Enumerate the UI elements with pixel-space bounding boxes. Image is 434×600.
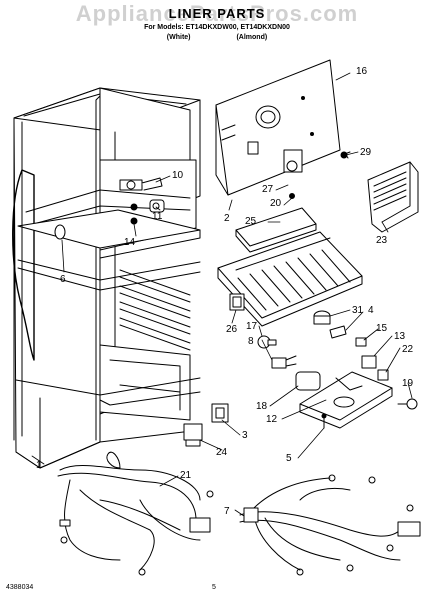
callout-20: 20 xyxy=(270,198,282,209)
callout-22: 22 xyxy=(402,344,414,355)
liner-cabinet-drawing xyxy=(12,87,201,469)
callout-4: 4 xyxy=(368,305,374,316)
callout-15: 15 xyxy=(376,323,388,334)
control-housing-drawing xyxy=(367,161,419,233)
small-parts-drawing xyxy=(183,293,418,447)
document-number: 4388034 xyxy=(6,584,34,591)
callout-numbers: 16 29 10 27 20 2 11 14 6 23 25 4 17 31 1… xyxy=(36,66,414,517)
page-title: LINER PARTS xyxy=(168,6,266,21)
callout-18: 18 xyxy=(256,401,268,412)
callout-16: 16 xyxy=(356,66,368,77)
callout-14: 14 xyxy=(124,237,136,248)
callout-19: 19 xyxy=(402,378,414,389)
color-white: (White) xyxy=(166,34,191,41)
callout-12: 12 xyxy=(266,414,278,425)
leader-lines xyxy=(31,72,413,517)
light-assembly-drawing xyxy=(54,177,165,240)
model-numbers: For Models: ET14DKXDW00, ET14DKXDN00 xyxy=(144,24,290,31)
callout-7: 7 xyxy=(224,506,230,517)
callout-24: 24 xyxy=(216,447,228,458)
color-almond: (Almond) xyxy=(236,34,268,41)
air-duct-cover-drawing xyxy=(215,59,351,199)
callout-8: 8 xyxy=(248,336,254,347)
callout-21: 21 xyxy=(180,470,192,481)
callout-6: 6 xyxy=(60,274,66,285)
callout-10: 10 xyxy=(172,170,184,181)
callout-31: 31 xyxy=(352,305,364,316)
callout-29: 29 xyxy=(360,147,372,158)
callout-25: 25 xyxy=(245,216,257,227)
callout-26: 26 xyxy=(226,324,238,335)
callout-23: 23 xyxy=(376,235,388,246)
callout-2: 2 xyxy=(224,213,230,224)
callout-3: 3 xyxy=(242,430,248,441)
callout-11: 11 xyxy=(152,211,163,222)
page-number: 5 xyxy=(212,584,216,591)
callout-17: 17 xyxy=(246,321,258,332)
callout-1: 1 xyxy=(36,460,42,471)
freezer-shelf-drawing xyxy=(217,207,363,327)
callout-27: 27 xyxy=(262,184,274,195)
callout-13: 13 xyxy=(394,331,406,342)
wire-harnesses-drawing xyxy=(57,451,421,576)
watermark: AppliancePartsPros.com xyxy=(75,1,359,26)
color-variants: (White) (Almond) xyxy=(0,34,434,41)
callout-5: 5 xyxy=(286,453,292,464)
